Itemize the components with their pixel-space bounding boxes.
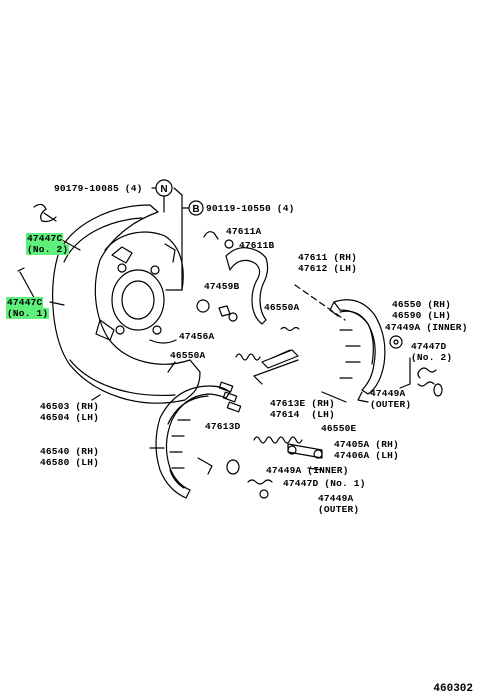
part-label-line: 46503 (RH) <box>40 401 100 412</box>
part-label-p47447d1[interactable]: 47447D (No. 1) <box>283 478 366 489</box>
part-label-line: 46550E <box>321 423 357 434</box>
part-label-p47447d2[interactable]: 47447D(No. 2) <box>411 341 452 363</box>
part-label-p46540[interactable]: 46540 (RH)46580 (LH) <box>40 446 99 468</box>
part-label-p90179[interactable]: 90179-10085 (4) <box>54 183 143 194</box>
part-label-p46550[interactable]: 46550 (RH)46590 (LH) <box>392 299 451 321</box>
svg-text:N: N <box>160 184 167 195</box>
part-label-line: 47447D (No. 1) <box>283 478 366 489</box>
part-label-line: (OUTER) <box>370 399 412 410</box>
part-label-p46550e[interactable]: 46550E <box>321 423 356 434</box>
part-label-p47447c1[interactable]: 47447C(No. 1) <box>6 297 50 319</box>
part-label-line: 47613E (RH) <box>270 398 335 409</box>
part-label-line: 46550A <box>264 302 300 313</box>
part-label-line: 47449A <box>370 388 406 399</box>
diagram-reference-number: 460302 <box>433 683 473 695</box>
part-label-p47449a_outer_bot[interactable]: 47449A(OUTER) <box>318 493 359 515</box>
adjuster-parts <box>218 349 303 444</box>
part-label-p47611a[interactable]: 47611A <box>226 226 261 237</box>
part-label-p47449a_inner_top[interactable]: 47449A (INNER) <box>385 322 468 333</box>
part-label-line: (No. 2) <box>411 352 453 363</box>
upper-small-parts <box>196 231 300 361</box>
part-label-line: 47614 (LH) <box>270 409 335 420</box>
part-label-p47459b[interactable]: 47459B <box>204 281 239 292</box>
part-label-line: 47611 (RH) <box>298 252 358 263</box>
part-label-line: 47456A <box>179 331 215 342</box>
part-label-line: 46504 (LH) <box>40 412 100 423</box>
part-label-line: 47447D <box>411 341 447 352</box>
part-label-p47405a[interactable]: 47405A (RH)47406A (LH) <box>334 439 399 461</box>
part-label-line: 47449A <box>318 493 354 504</box>
right-small-parts <box>389 335 443 397</box>
part-label-line: 47611B <box>239 240 275 251</box>
right-shoe-drawing <box>321 299 386 403</box>
part-label-p47449a_outer_top[interactable]: 47449A(OUTER) <box>370 388 411 410</box>
backing-plate-drawing <box>52 204 201 404</box>
part-label-p90119[interactable]: 90119-10550 (4) <box>206 203 295 214</box>
clip-no2-drawing <box>33 203 57 223</box>
part-label-line: 46590 (LH) <box>392 310 452 321</box>
part-label-p47456a[interactable]: 47456A <box>179 331 214 342</box>
left-shoe-drawing <box>149 385 231 499</box>
part-label-p46550a_mid[interactable]: 46550A <box>170 350 205 361</box>
part-label-line: 90119-10550 (4) <box>206 203 295 214</box>
callout-n: N <box>155 179 173 197</box>
part-label-line: 46540 (RH) <box>40 446 100 457</box>
part-label-line: 47405A (RH) <box>334 439 399 450</box>
part-label-line: (OUTER) <box>318 504 360 515</box>
part-label-p47613e[interactable]: 47613E (RH)47614 (LH) <box>270 398 335 420</box>
part-label-p47449a_inner_bot[interactable]: 47449A (INNER) <box>266 465 349 476</box>
part-label-line: 47449A (INNER) <box>385 322 468 333</box>
part-label-line: 47459B <box>204 281 240 292</box>
part-label-line: (No. 2) <box>26 244 70 255</box>
part-label-line: (No. 1) <box>6 308 50 319</box>
part-label-line: 46580 (LH) <box>40 457 100 468</box>
part-label-p47613d[interactable]: 47613D <box>205 421 240 432</box>
part-label-p47611[interactable]: 47611 (RH)47612 (LH) <box>298 252 357 274</box>
part-label-line: 46550A <box>170 350 206 361</box>
part-label-line: 46550 (RH) <box>392 299 452 310</box>
callout-b: B <box>188 200 204 216</box>
part-label-p46550a_top[interactable]: 46550A <box>264 302 299 313</box>
part-label-line: 47406A (LH) <box>334 450 399 461</box>
part-label-p46503[interactable]: 46503 (RH)46504 (LH) <box>40 401 99 423</box>
part-label-p47611b[interactable]: 47611B <box>239 240 274 251</box>
part-label-line: 47611A <box>226 226 262 237</box>
part-label-line: 47613D <box>205 421 241 432</box>
part-label-line: 47447C <box>26 233 64 244</box>
lower-small-parts <box>226 443 323 499</box>
part-label-line: 90179-10085 (4) <box>54 183 143 194</box>
part-label-line: 47449A (INNER) <box>266 465 349 476</box>
part-label-line: 47612 (LH) <box>298 263 358 274</box>
svg-text:B: B <box>192 204 199 215</box>
part-label-line: 47447C <box>6 297 44 308</box>
part-label-p47447c2[interactable]: 47447C(No. 2) <box>26 233 70 255</box>
